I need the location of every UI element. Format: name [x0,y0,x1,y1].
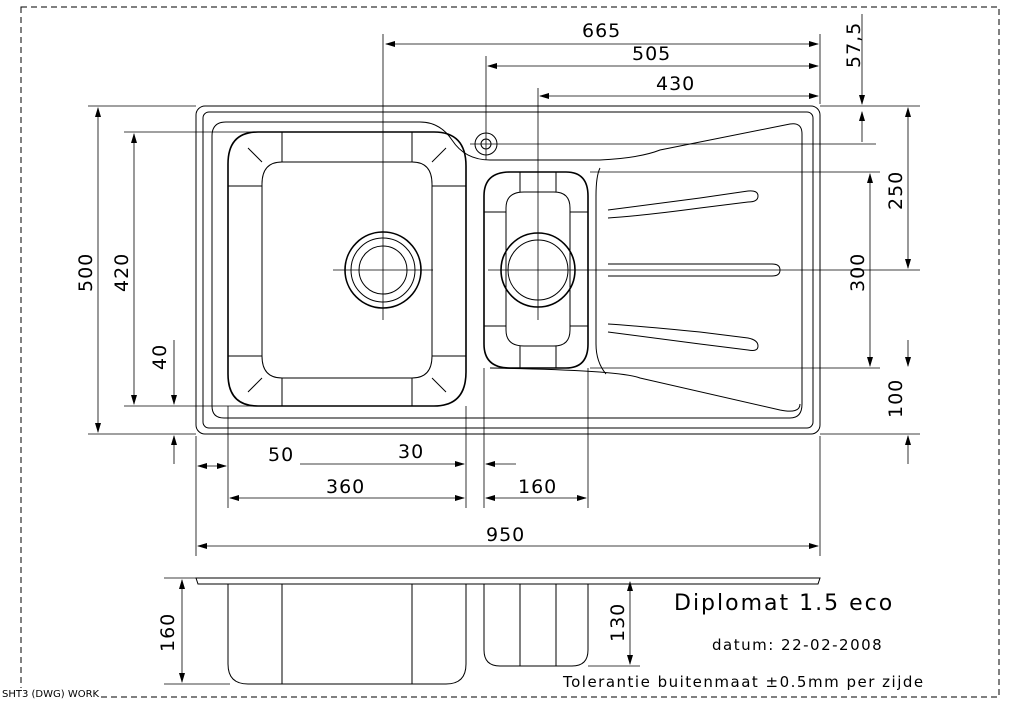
dimension-labels: 665 505 430 57,5 250 300 100 500 420 40 … [75,20,907,652]
main-bowl [227,131,467,407]
drawing-frame [20,6,1000,698]
sink-top-view [195,34,920,435]
drainboard-ribs [595,167,781,375]
drainboard-edge [489,367,801,412]
dim-950: 950 [486,524,525,546]
side-rim [195,577,821,585]
dim-300: 300 [847,253,869,292]
dim-250: 250 [885,171,907,210]
dim-160-depth: 160 [157,613,179,652]
tolerance-note: Tolerantie buitenmaat ±0.5mm per zijde [562,673,925,691]
product-title: Diplomat 1.5 eco [674,591,894,616]
sink-inner-contour [211,121,803,419]
side-half-bowl [483,584,589,667]
dim-420: 420 [111,253,133,292]
dim-130: 130 [607,603,629,642]
dim-57-5: 57,5 [843,22,865,68]
dimension-lines [88,14,920,556]
dim-40: 40 [149,344,171,370]
dim-100: 100 [885,379,907,418]
status-bar-label: SHT3 (DWG) WORK [0,688,102,701]
title-block: Diplomat 1.5 eco datum: 22-02-2008 Toler… [562,591,925,691]
dim-505: 505 [632,43,671,65]
dim-50: 50 [268,444,294,466]
dim-160-width: 160 [518,476,557,498]
dim-30: 30 [398,441,424,463]
dim-360: 360 [326,476,365,498]
sink-side-view [164,577,821,685]
side-main-bowl [227,584,467,685]
drawing-date: datum: 22-02-2008 [712,636,883,654]
dim-430: 430 [656,73,695,95]
dim-665: 665 [582,20,621,42]
dim-500: 500 [75,253,97,292]
